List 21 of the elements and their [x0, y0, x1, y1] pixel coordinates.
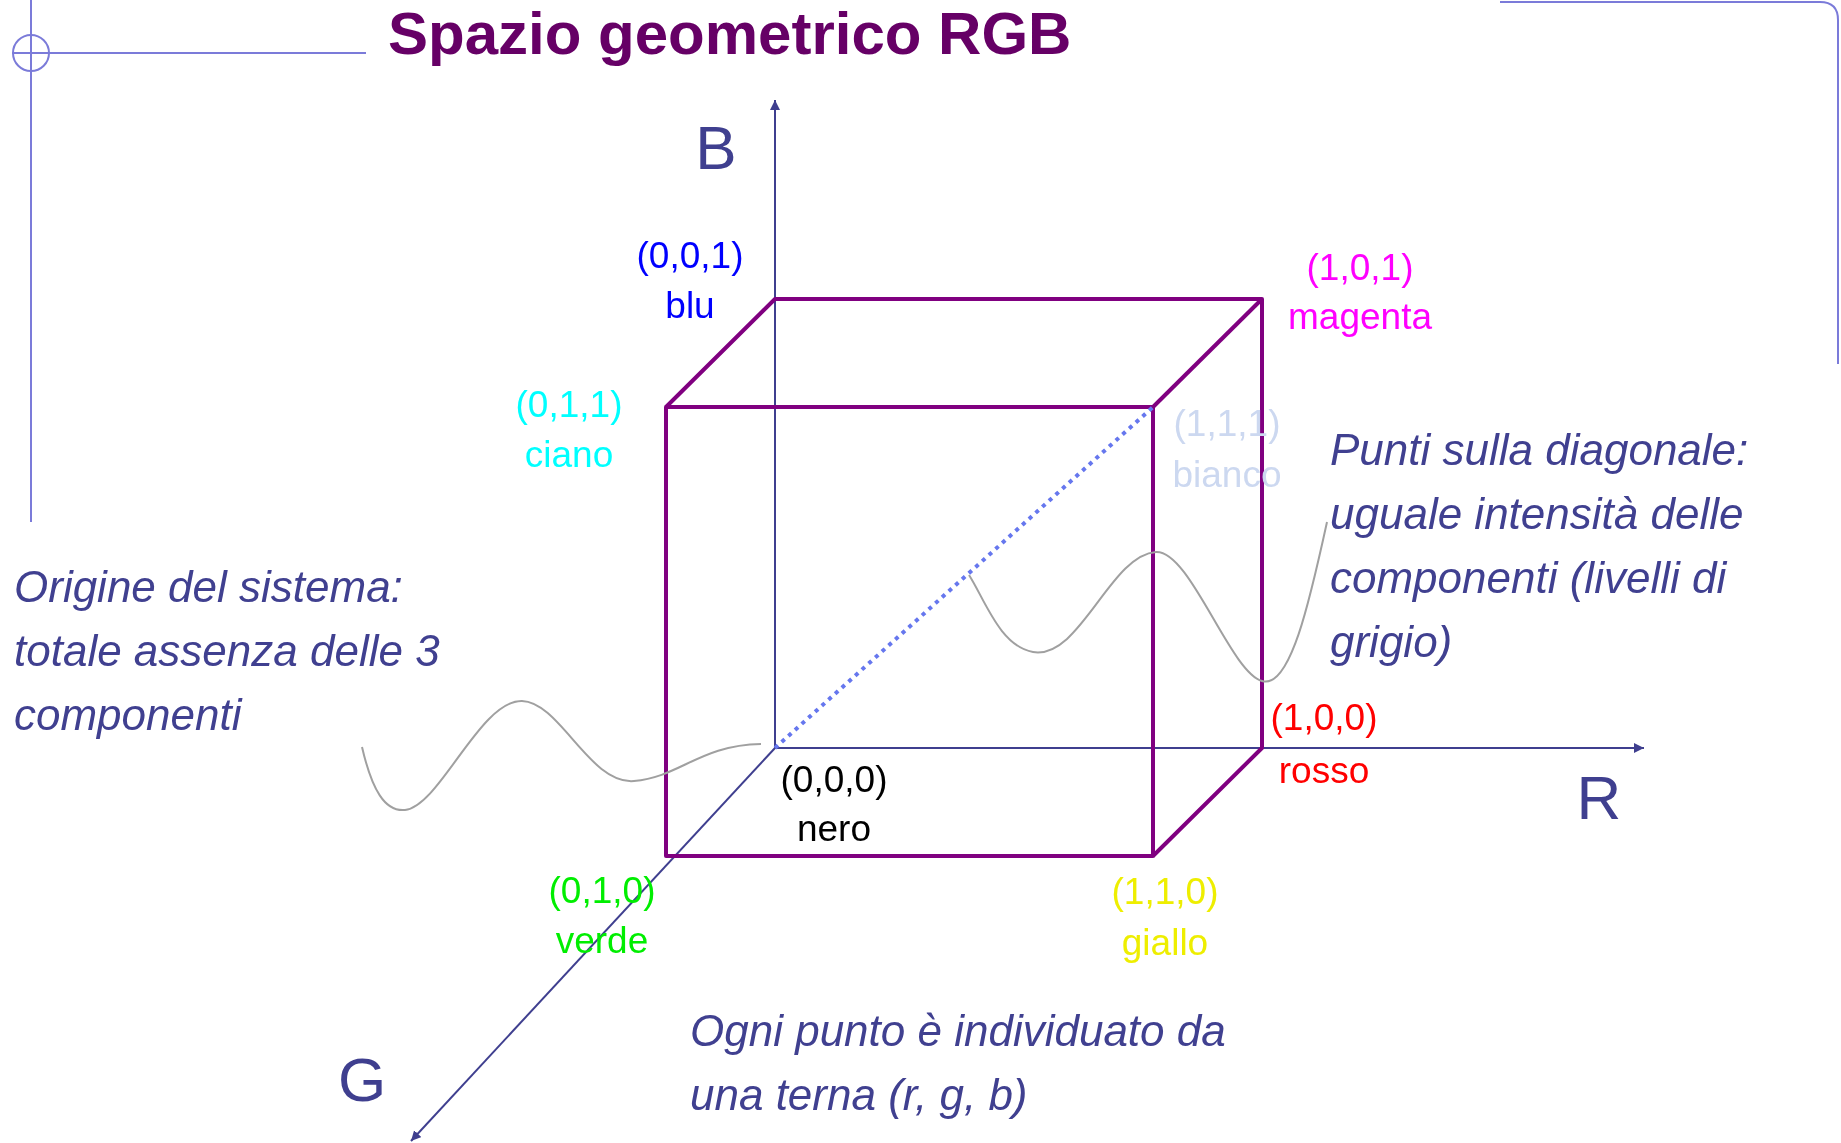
axis-label: G — [337, 1043, 387, 1116]
vertex-coordinates: (0,1,1) — [515, 382, 623, 427]
leader-line — [361, 700, 762, 811]
color-name: blu — [665, 283, 715, 328]
color-name: magenta — [1288, 294, 1432, 339]
color-name: rosso — [1278, 748, 1370, 793]
vertex-coordinates: (0,0,0) — [780, 757, 888, 802]
vertex-coordinates: (0,0,1) — [636, 233, 744, 278]
leader-line — [968, 521, 1328, 683]
color-name: nero — [796, 806, 872, 851]
vertex-coordinates: (1,1,0) — [1111, 869, 1219, 914]
annotation-text: Origine del sistema: totale assenza delle 3 componenti — [14, 555, 509, 747]
axis-label: B — [695, 111, 737, 184]
color-name: ciano — [524, 432, 614, 477]
note-text: Ogni punto è individuato da una terna (r, g, b) — [690, 1005, 1227, 1121]
color-name: giallo — [1121, 920, 1209, 965]
vertex-coordinates: (1,0,0) — [1270, 695, 1378, 740]
title: Spazio geometrico RGB — [388, 0, 1072, 68]
vertex-coordinates: (1,0,1) — [1306, 245, 1414, 290]
axis-label: R — [1576, 761, 1622, 834]
annotation-text: Punti sulla diagonale: uguale intensità delle componenti (livelli di grigio) — [1330, 418, 1838, 674]
